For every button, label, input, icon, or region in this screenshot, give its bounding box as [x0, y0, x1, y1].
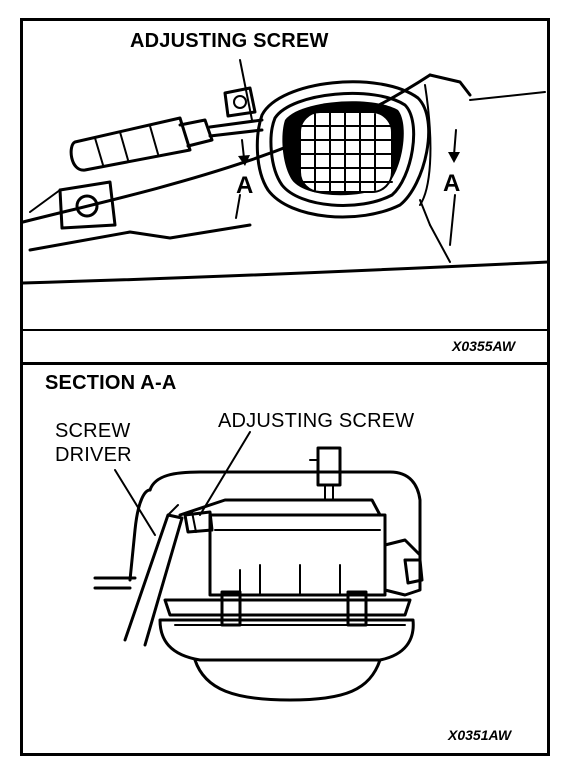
section-title: SECTION A-A: [45, 372, 177, 394]
tow-bracket: [29, 180, 117, 230]
screwdriver-leader: [114, 469, 156, 536]
screw-driver-label-line2: DRIVER: [55, 444, 132, 466]
section-mark-right: A: [443, 170, 461, 197]
section-arrow-right: [448, 129, 460, 246]
panel-divider: [20, 362, 550, 365]
fog-lamp-assembly: [255, 80, 431, 219]
adjusting-screw-leader-2: [199, 431, 251, 516]
screwdriver: [69, 116, 264, 172]
figure-code-top: X0355AW: [452, 338, 516, 354]
fog-lamp-section-view: [93, 446, 424, 702]
figure-frame: [20, 18, 550, 756]
adjusting-screw-leader: [239, 59, 253, 121]
section-mark-left: A: [236, 172, 254, 199]
adjuster-bracket: [223, 86, 257, 118]
screw-driver-label-line1: SCREW: [55, 420, 131, 442]
section-arrow-left: [235, 139, 250, 219]
adjusting-screw-label-bottom: ADJUSTING SCREW: [218, 410, 415, 432]
figure-code-bottom: X0351AW: [448, 727, 512, 743]
vehicle-body-outline: [21, 73, 550, 331]
adjusting-screw-label-top: ADJUSTING SCREW: [130, 30, 329, 52]
